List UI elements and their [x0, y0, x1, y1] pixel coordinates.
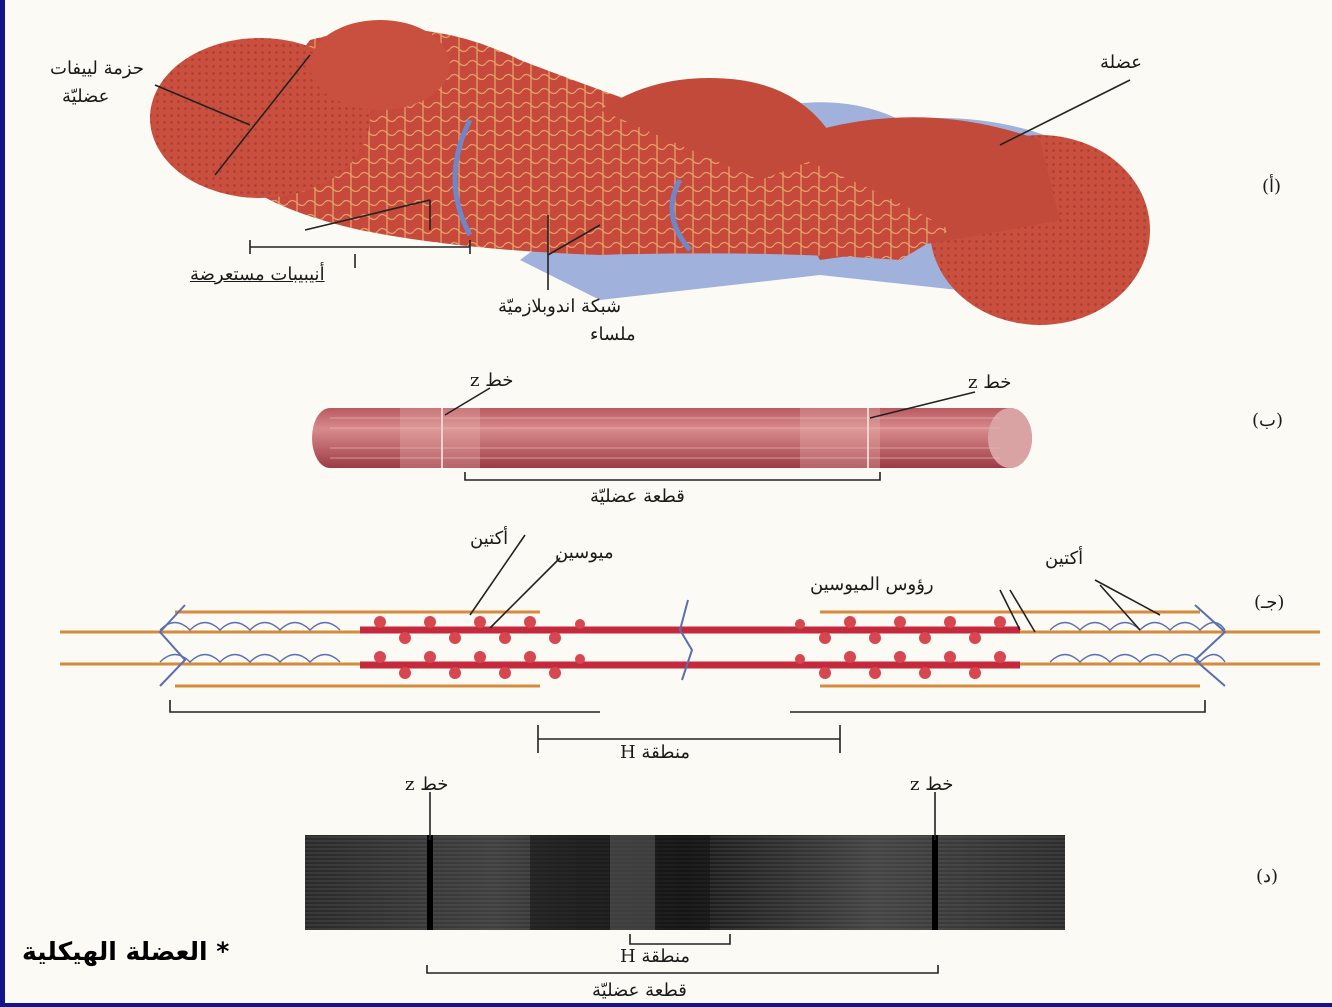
z-line-right-label: خط z [968, 372, 1011, 394]
panel-b-myofibril [312, 408, 1032, 468]
myosin-heads-label: رؤوس الميوسين [810, 574, 934, 596]
slide-caption: * العضلة الهيكلية [22, 937, 229, 966]
smooth-er-label-2: ملساء [590, 324, 636, 346]
panel-b-label: (ب) [1252, 410, 1283, 432]
myosin-label: ميوسين [555, 542, 614, 564]
t-tubules-label: أنيبيبات مستعرضة [190, 264, 325, 286]
smooth-er-label-1: شبكة اندوبلازميّة [498, 296, 621, 318]
panel-d-label: (د) [1256, 866, 1278, 888]
panel-a-label: (أ) [1262, 176, 1281, 198]
actin-right-label: أكتين [1045, 548, 1083, 570]
z-line-left-label-d: خط z [405, 774, 448, 796]
h-zone-label-d: منطقة H [620, 946, 690, 968]
sarcomere-label-d: قطعة عضليّة [592, 980, 687, 1002]
panel-d-micrograph [305, 835, 1065, 930]
actin-left-label: أكتين [470, 528, 508, 550]
panel-c-sarcomere [60, 600, 1320, 686]
h-zone-label-c: منطقة H [620, 742, 690, 764]
muscle-label: عضلة [1100, 52, 1142, 74]
fiber-bundle-label-1: حزمة لييفات [50, 58, 144, 80]
z-line-right-label-d: خط z [910, 774, 953, 796]
z-line-left-label: خط z [470, 370, 513, 392]
sarcomere-label-b: قطعة عضليّة [590, 486, 685, 508]
panel-c-label: (جـ) [1254, 592, 1284, 614]
fiber-bundle-label-2: عضليّة [62, 86, 109, 108]
